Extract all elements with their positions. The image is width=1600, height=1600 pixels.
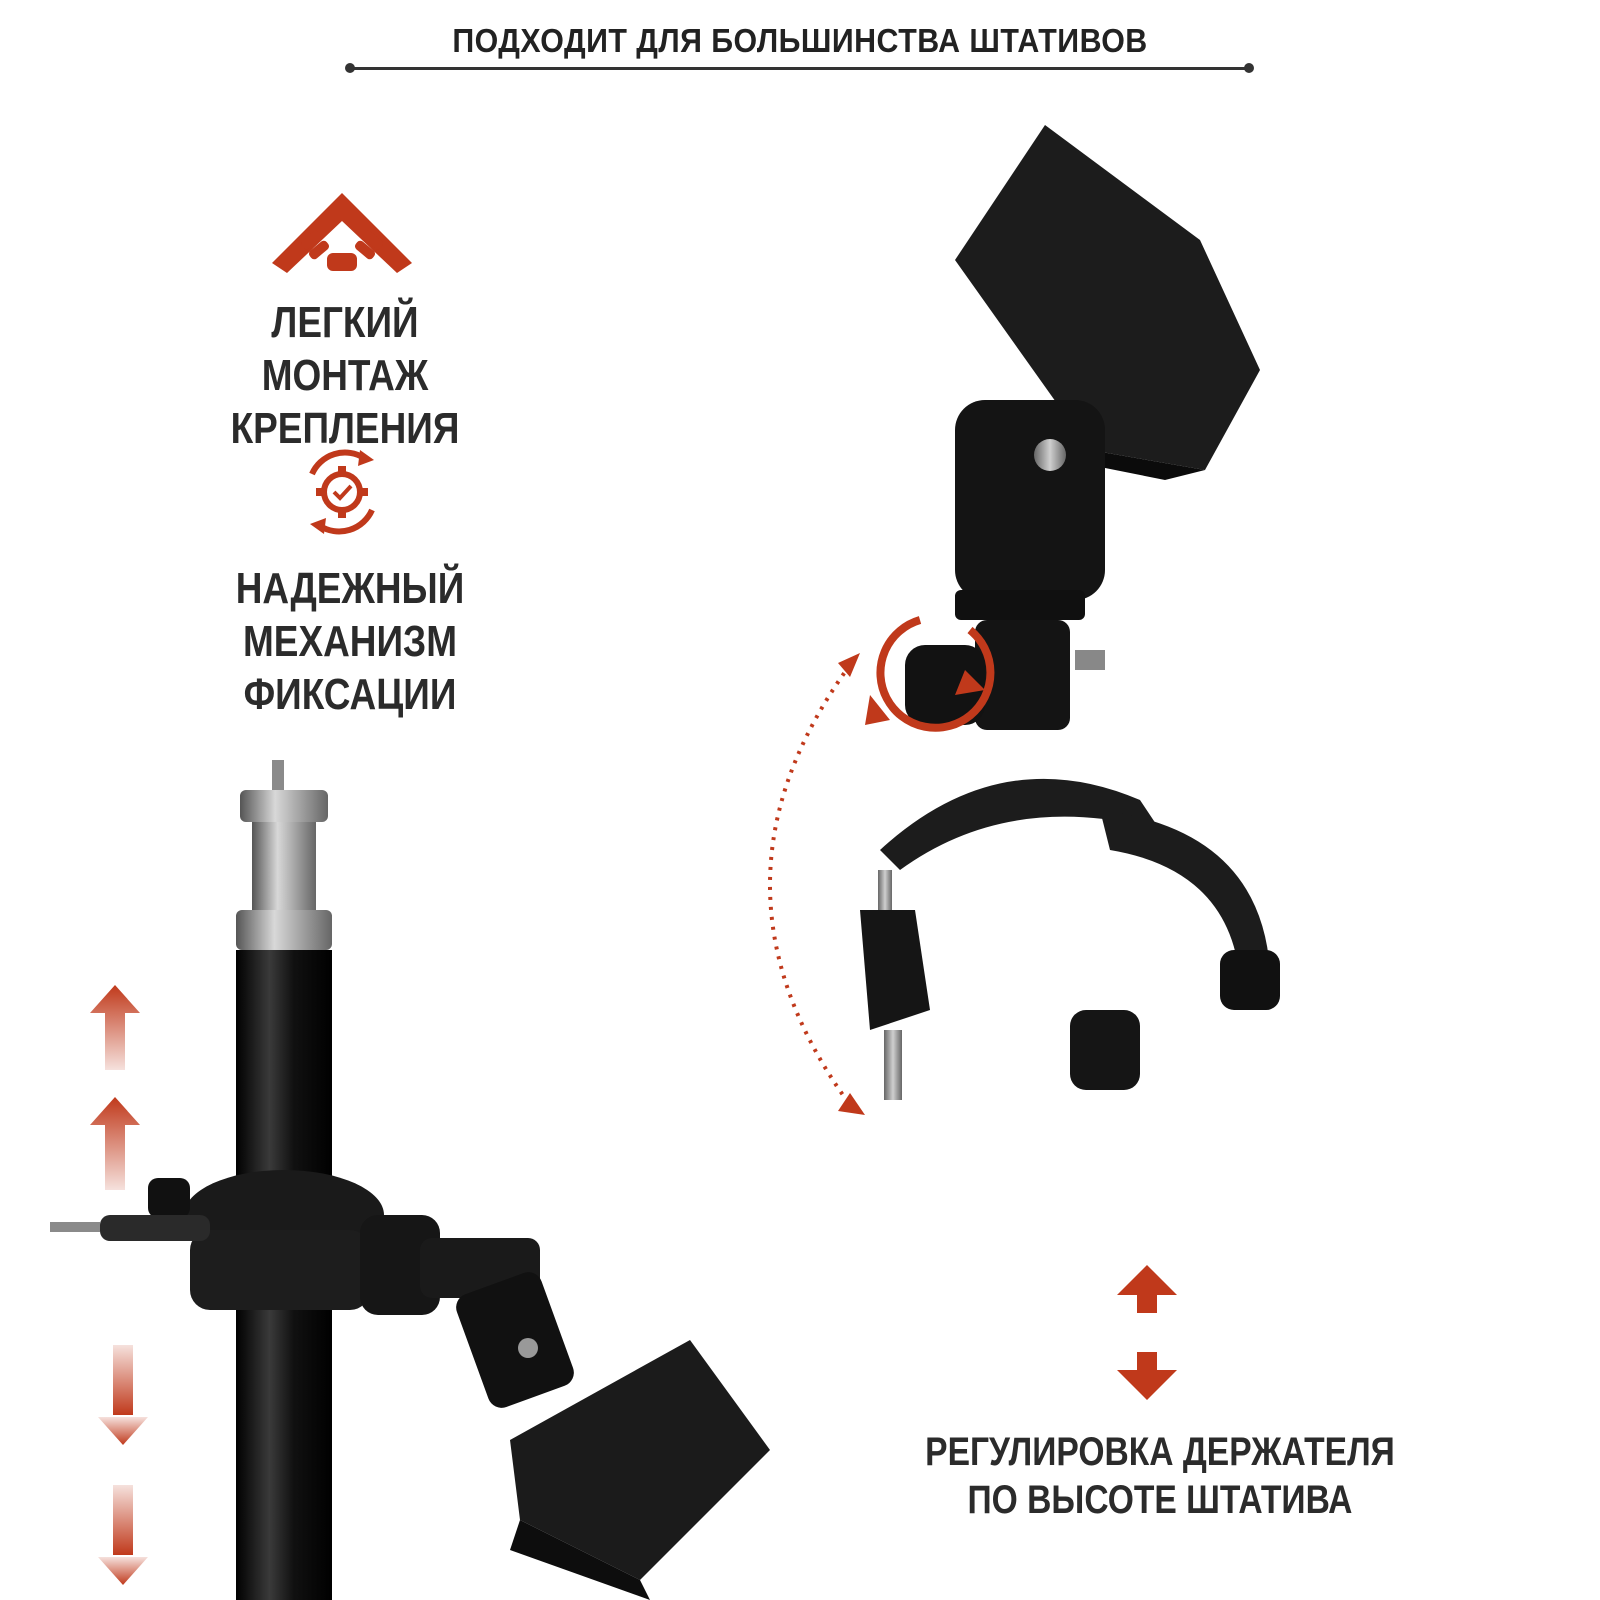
pole-mount-product-image bbox=[40, 760, 800, 1600]
vertical-double-arrow-icon bbox=[1112, 1265, 1182, 1400]
headline-divider bbox=[349, 67, 1249, 70]
holder-clamp-product-image bbox=[860, 110, 1340, 1120]
feature-reliable-lock: НАДЕЖНЫЙ МЕХАНИЗМ ФИКСАЦИИ bbox=[140, 563, 560, 721]
rotation-arc-icon bbox=[720, 645, 880, 1125]
feature-height-adjustment: РЕГУЛИРОВКА ДЕРЖАТЕЛЯ ПО ВЫСОТЕ ШТАТИВА bbox=[925, 1428, 1395, 1524]
up-arrows-icon bbox=[85, 985, 145, 1195]
feature-easy-mounting-line-1: ЛЕГКИЙ МОНТАЖ bbox=[261, 298, 429, 400]
feature-easy-mounting: ЛЕГКИЙ МОНТАЖ КРЕПЛЕНИЯ bbox=[190, 297, 501, 455]
hands-mounting-icon bbox=[272, 193, 412, 278]
gear-rotation-icon bbox=[294, 444, 390, 540]
feature-height-adjustment-line-1: РЕГУЛИРОВКА ДЕРЖАТЕЛЯ bbox=[925, 1430, 1395, 1474]
divider-dot-left bbox=[345, 63, 355, 73]
feature-easy-mounting-line-2: КРЕПЛЕНИЯ bbox=[230, 403, 460, 453]
feature-reliable-lock-line-1: НАДЕЖНЫЙ bbox=[235, 564, 465, 613]
down-arrows-icon bbox=[95, 1345, 155, 1585]
divider-dot-right bbox=[1244, 63, 1254, 73]
feature-height-adjustment-line-2: ПО ВЫСОТЕ ШТАТИВА bbox=[967, 1478, 1353, 1522]
headline: ПОДХОДИТ ДЛЯ БОЛЬШИНСТВА ШТАТИВОВ bbox=[452, 22, 1148, 59]
feature-reliable-lock-line-2: МЕХАНИЗМ ФИКСАЦИИ bbox=[243, 616, 457, 719]
